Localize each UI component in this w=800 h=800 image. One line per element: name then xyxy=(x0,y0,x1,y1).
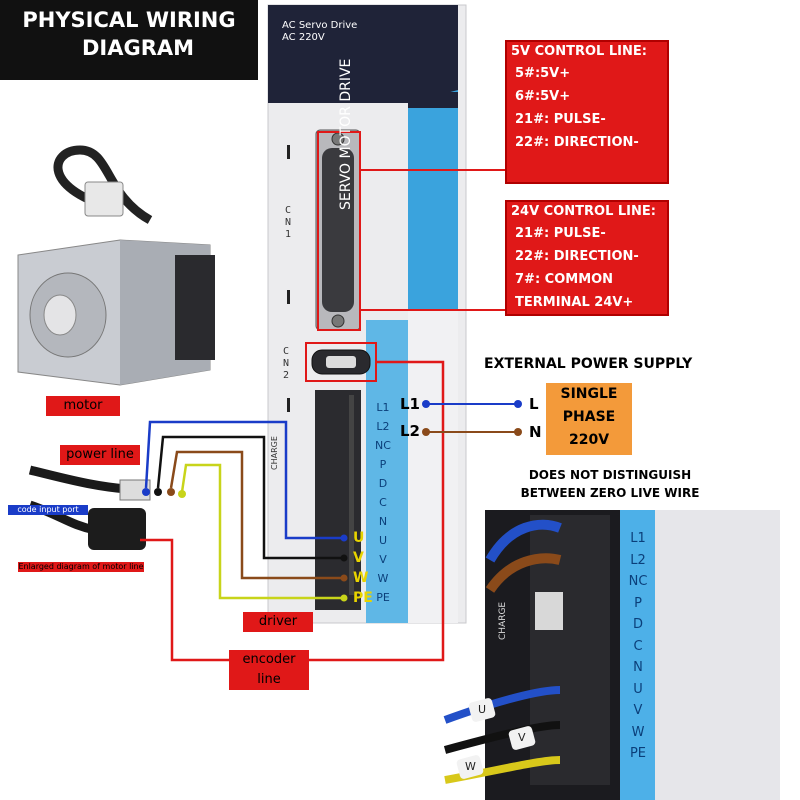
power-box-line-2: PHASE xyxy=(562,409,616,425)
power-note-line-1: DOES NOT DISTINGUISH xyxy=(528,468,692,482)
drive-terminal-l1: L1 xyxy=(376,401,390,414)
drive-side-label: SERVO MOTOR DRIVE xyxy=(338,58,354,210)
drive-terminal-pe: PE xyxy=(376,591,390,604)
wire-u-blue xyxy=(144,420,344,540)
control-24v-line-3: 7#: COMMON xyxy=(515,272,614,287)
code-input-port-label: code input port xyxy=(8,505,88,515)
closeup-terminal-pe: PE xyxy=(629,746,647,761)
closeup-sleeve-u: U xyxy=(478,703,487,716)
control-5v-line-1: 5#:5V+ xyxy=(515,66,571,81)
motor-label: motor xyxy=(46,396,120,416)
cn1-connector xyxy=(315,129,361,331)
title-line-1: PHYSICAL WIRING xyxy=(22,8,236,32)
drive-terminal-p: P xyxy=(379,458,387,471)
closeup-terminal-l2: L2 xyxy=(630,552,646,568)
drive-terminal-u: U xyxy=(378,534,388,547)
closeup-sleeve-v: V xyxy=(518,731,526,744)
closeup-terminal-w: W xyxy=(631,724,645,740)
title-line-2: DIAGRAM xyxy=(81,36,195,60)
motor-image xyxy=(17,145,215,386)
power-box-line-3: 220V xyxy=(568,432,610,448)
control-24v-box: 24V CONTROL LINE: 21#: PULSE- 22#: DIREC… xyxy=(505,200,669,316)
closeup-terminal-n: N xyxy=(633,660,643,675)
drive-terminal-n: N xyxy=(378,515,388,528)
drive-terminal-w: W xyxy=(377,572,389,585)
cn1-label: CN1 xyxy=(285,205,292,240)
closeup-terminal-l1: L1 xyxy=(630,531,646,546)
control-5v-line-4: 22#: DIRECTION- xyxy=(515,135,639,150)
driver-label: driver xyxy=(243,612,313,632)
power-n: N xyxy=(529,423,542,441)
control-24v-line-1: 21#: PULSE- xyxy=(515,226,606,241)
closeup-terminal-d: D xyxy=(632,617,643,632)
power-note: DOES NOT DISTINGUISH BETWEEN ZERO LIVE W… xyxy=(495,466,725,502)
closeup-terminal-v: V xyxy=(633,703,643,718)
power-header: EXTERNAL POWER SUPPLY xyxy=(484,356,693,372)
power-line-label: power line xyxy=(60,445,140,465)
drive-terminal-list: L1 L2 NC P D C N U V W PE xyxy=(372,398,394,607)
front-terminal-w: W xyxy=(353,570,369,586)
drive-label: AC Servo Drive AC 220V xyxy=(282,20,357,44)
control-24v-line-2: 22#: DIRECTION- xyxy=(515,249,639,264)
terminal-closeup xyxy=(443,510,780,800)
drive-label-line-1: AC Servo Drive xyxy=(282,20,358,31)
closeup-terminal-u: U xyxy=(633,681,643,697)
front-terminal-pe: PE xyxy=(353,590,373,606)
diagram-title: PHYSICAL WIRING DIAGRAM xyxy=(0,0,258,80)
power-l1: L1 xyxy=(400,395,420,413)
cn2-label: CN2 xyxy=(283,346,290,381)
front-terminal-list: U V W PE xyxy=(353,528,375,608)
power-l2: L2 xyxy=(400,422,420,440)
closeup-sleeve-w: W xyxy=(465,760,476,773)
front-terminal-u: U xyxy=(353,530,365,546)
wire-v-black xyxy=(156,435,344,560)
drive-terminal-d: D xyxy=(378,477,388,490)
encoder-line-label: encoder line xyxy=(229,650,309,690)
control-5v-box: 5V CONTROL LINE: 5#:5V+ 6#:5V+ 21#: PULS… xyxy=(505,40,669,184)
power-box-line-1: SINGLE xyxy=(560,386,618,402)
terminal-block xyxy=(315,390,361,610)
drive-terminal-l2: L2 xyxy=(376,420,390,433)
power-source-box: SINGLE PHASE 220V xyxy=(546,383,632,455)
closeup-terminal-p: P xyxy=(634,595,642,611)
front-terminal-v: V xyxy=(353,550,364,566)
wire-w-brown xyxy=(169,450,344,580)
closeup-charge-label: CHARGE xyxy=(498,601,508,640)
control-5v-line-2: 6#:5V+ xyxy=(515,89,571,104)
control-24v-line-4: TERMINAL 24V+ xyxy=(515,295,634,310)
drive-label-line-2: AC 220V xyxy=(282,32,325,43)
closeup-terminal-list: L1 L2 NC P D C N U V W PE xyxy=(626,528,650,765)
power-note-line-2: BETWEEN ZERO LIVE WIRE xyxy=(520,486,700,500)
closeup-terminal-nc: NC xyxy=(628,574,648,589)
control-24v-header: 24V CONTROL LINE: xyxy=(511,204,656,219)
power-l: L xyxy=(529,395,539,413)
enlarged-diagram-label: Enlarged diagram of motor line xyxy=(18,562,144,572)
drive-terminal-v: V xyxy=(379,553,387,566)
charge-label: CHARGE xyxy=(270,436,279,470)
wire-pe-greenyellow xyxy=(180,463,344,600)
closeup-terminal-c: C xyxy=(633,638,643,654)
drive-terminal-c: C xyxy=(379,496,387,509)
motor-cable xyxy=(28,465,151,550)
control-5v-line-3: 21#: PULSE- xyxy=(515,112,606,127)
control-5v-header: 5V CONTROL LINE: xyxy=(511,44,647,59)
drive-terminal-nc: NC xyxy=(375,439,391,452)
